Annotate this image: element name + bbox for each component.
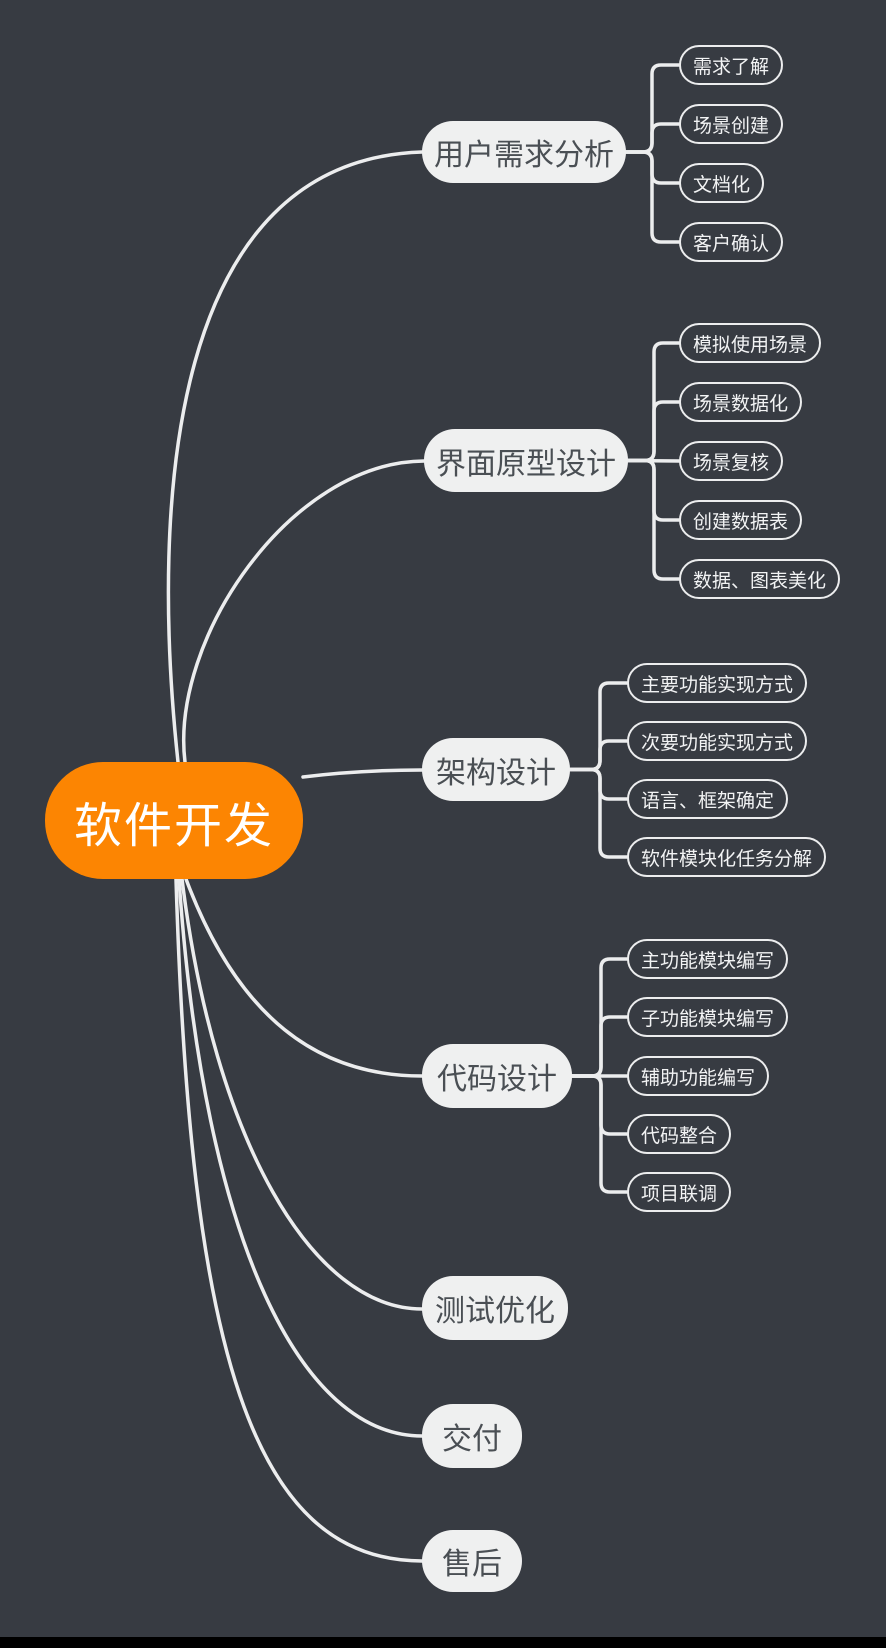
branch-node-3[interactable]: 架构设计 bbox=[422, 738, 570, 801]
leaf-node-2-4[interactable]: 创建数据表 bbox=[679, 500, 803, 540]
root-node[interactable]: 软件开发 bbox=[45, 762, 303, 879]
connector-branch-1-leaf-3 bbox=[624, 150, 681, 185]
connector-root-branch-5 bbox=[180, 877, 424, 1311]
branch-node-1[interactable]: 用户需求分析 bbox=[422, 121, 626, 183]
leaf-node-3-1[interactable]: 主要功能实现方式 bbox=[627, 663, 808, 703]
branch-node-7[interactable]: 售后 bbox=[422, 1530, 522, 1592]
connector-root-branch-3 bbox=[301, 768, 424, 779]
connector-root-branch-4 bbox=[184, 877, 424, 1078]
connector-branch-1-leaf-4 bbox=[624, 150, 681, 244]
leaf-node-1-2[interactable]: 场景创建 bbox=[679, 104, 784, 144]
bottom-bar bbox=[0, 1637, 886, 1648]
branch-node-4[interactable]: 代码设计 bbox=[422, 1044, 572, 1108]
connector-root-branch-1 bbox=[166, 150, 424, 764]
branch-node-5[interactable]: 测试优化 bbox=[422, 1276, 568, 1340]
connector-branch-3-leaf-4 bbox=[568, 767, 629, 859]
connector-root-branch-7 bbox=[174, 877, 424, 1563]
connector-branch-4-leaf-1 bbox=[570, 957, 629, 1078]
leaf-node-1-4[interactable]: 客户确认 bbox=[679, 222, 784, 262]
leaf-node-1-1[interactable]: 需求了解 bbox=[679, 45, 784, 85]
leaf-node-4-5[interactable]: 项目联调 bbox=[627, 1172, 732, 1212]
connector-branch-2-leaf-2 bbox=[626, 400, 681, 463]
connector-branch-2-leaf-4 bbox=[626, 458, 681, 522]
leaf-node-3-4[interactable]: 软件模块化任务分解 bbox=[627, 837, 827, 877]
leaf-node-1-3[interactable]: 文档化 bbox=[679, 163, 765, 203]
leaf-node-3-2[interactable]: 次要功能实现方式 bbox=[627, 721, 808, 761]
connector-branch-2-leaf-5 bbox=[626, 458, 681, 581]
leaf-node-4-4[interactable]: 代码整合 bbox=[627, 1114, 732, 1154]
connector-root-branch-6 bbox=[177, 877, 424, 1438]
connector-branch-3-leaf-3 bbox=[568, 767, 629, 801]
leaf-node-4-1[interactable]: 主功能模块编写 bbox=[627, 939, 789, 979]
leaf-node-2-3[interactable]: 场景复核 bbox=[679, 441, 784, 481]
connector-branch-1-leaf-1 bbox=[624, 63, 681, 154]
connector-branch-3-leaf-2 bbox=[568, 739, 629, 772]
leaf-node-4-3[interactable]: 辅助功能编写 bbox=[627, 1056, 770, 1096]
connector-branch-2-leaf-3 bbox=[626, 458, 681, 463]
connector-branch-4-leaf-4 bbox=[570, 1074, 629, 1136]
leaf-node-2-5[interactable]: 数据、图表美化 bbox=[679, 559, 841, 599]
connector-branch-4-leaf-2 bbox=[570, 1015, 629, 1078]
leaf-node-2-2[interactable]: 场景数据化 bbox=[679, 382, 803, 422]
leaf-node-4-2[interactable]: 子功能模块编写 bbox=[627, 997, 789, 1037]
connector-branch-4-leaf-5 bbox=[570, 1074, 629, 1194]
connector-branch-2-leaf-1 bbox=[626, 341, 681, 463]
leaf-node-2-1[interactable]: 模拟使用场景 bbox=[679, 323, 822, 363]
connector-branch-1-leaf-2 bbox=[624, 122, 681, 154]
connector-root-branch-2 bbox=[182, 459, 426, 764]
connector-branch-3-leaf-1 bbox=[568, 681, 629, 772]
leaf-node-3-3[interactable]: 语言、框架确定 bbox=[627, 779, 789, 819]
branch-node-2[interactable]: 界面原型设计 bbox=[424, 429, 628, 492]
branch-node-6[interactable]: 交付 bbox=[422, 1404, 522, 1468]
